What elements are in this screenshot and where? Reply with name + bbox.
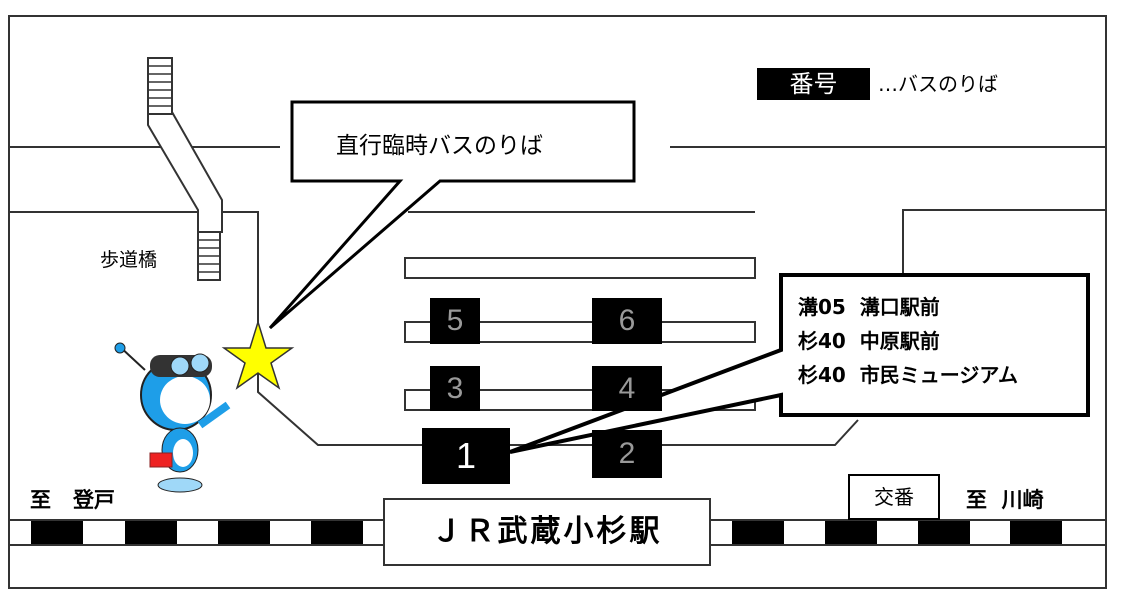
direction-left: 至 登戸 <box>30 488 115 512</box>
route-item: 溝05 溝口駅前 <box>798 295 940 319</box>
bridge-label: 歩道橋 <box>100 249 158 271</box>
bay-1: 1 <box>422 428 510 484</box>
pedestrian-bridge <box>147 57 223 281</box>
roads <box>9 146 1106 446</box>
legend-key: 番号 <box>757 68 870 100</box>
bay-2: 2 <box>592 430 662 478</box>
map-frame <box>8 15 1107 589</box>
route-item: 杉40 中原駅前 <box>798 329 940 353</box>
police-box: 交番 <box>848 474 940 520</box>
callout-temporary-bubble <box>268 100 636 330</box>
bay-4: 4 <box>592 366 662 411</box>
mascot-icon <box>114 342 231 493</box>
bay-6: 6 <box>592 298 662 344</box>
callout-temporary-text: 直行臨時バスのりば <box>336 133 543 159</box>
legend-text: …バスのりば <box>878 72 998 96</box>
route-item: 杉40 市民ミュージアム <box>798 363 1018 387</box>
routes-list: 溝05 溝口駅前 杉40 中原駅前 杉40 市民ミュージアム <box>798 290 1018 392</box>
direction-right: 至 川崎 <box>966 488 1044 512</box>
bay-3: 3 <box>430 366 480 411</box>
station-name: ＪＲ武蔵小杉駅 <box>383 498 711 566</box>
star-icon <box>221 319 295 390</box>
bay-5: 5 <box>430 298 480 344</box>
